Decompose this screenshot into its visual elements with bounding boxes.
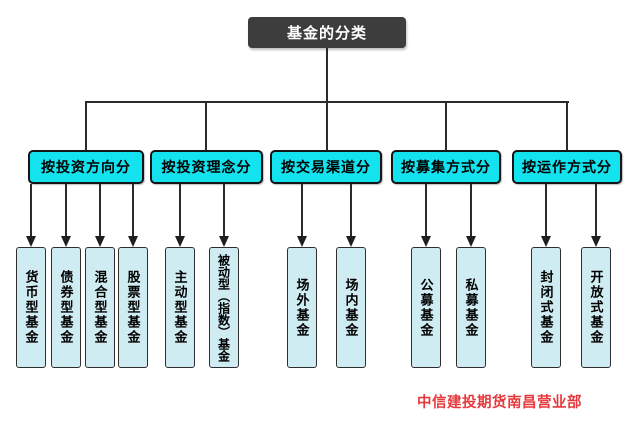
leaf-label: 债券型基金	[58, 270, 74, 345]
horizontal-connector	[85, 101, 569, 103]
branch-label: 按运作方式分	[522, 159, 612, 175]
leaf-node-public-fund: 公募基金	[411, 247, 441, 368]
leaf-label: 场内基金	[343, 277, 359, 338]
leaf-node-hybrid-fund: 混合型基金	[85, 247, 115, 368]
leaf-node-money-market-fund: 货币型基金	[16, 247, 46, 368]
connector-arrow	[132, 184, 134, 237]
root-node: 基金的分类	[248, 17, 406, 48]
arrowhead-icon	[61, 236, 71, 247]
branch-label: 按投资理念分	[161, 159, 252, 175]
connector-arrow	[301, 184, 303, 237]
branch-node-fundraising-method: 按募集方式分	[391, 150, 501, 184]
arrowhead-icon	[175, 236, 185, 247]
trunk-line	[326, 48, 328, 150]
leaf-node-passive-index-fund: 被动型（指数）基金	[209, 247, 239, 368]
leaf-node-bond-fund: 债券型基金	[51, 247, 81, 368]
arrowhead-icon	[466, 236, 476, 247]
leaf-node-otc-fund: 场外基金	[287, 247, 317, 368]
leaf-node-stock-fund: 股票型基金	[118, 247, 148, 368]
arrowhead-icon	[128, 236, 138, 247]
leaf-label: 主动型基金	[172, 270, 188, 345]
leaf-node-open-end-fund: 开放式基金	[581, 247, 611, 368]
connector-arrow	[350, 184, 352, 237]
root-node-label: 基金的分类	[286, 25, 367, 42]
branch-node-investment-philosophy: 按投资理念分	[150, 150, 263, 184]
connector-arrow	[30, 184, 32, 237]
connector-arrow	[470, 184, 472, 237]
arrowhead-icon	[421, 236, 431, 247]
arrowhead-icon	[95, 236, 105, 247]
leaf-label: 私募基金	[463, 277, 479, 338]
leaf-label: 场外基金	[294, 277, 310, 338]
branch-node-operation-method: 按运作方式分	[512, 150, 622, 184]
branch-office-watermark: 中信建投期货南昌营业部	[417, 395, 582, 411]
connector-arrow	[99, 184, 101, 237]
arrowhead-icon	[346, 236, 356, 247]
branch-stub-4	[445, 101, 447, 150]
arrowhead-icon	[297, 236, 307, 247]
leaf-label: 股票型基金	[125, 270, 141, 345]
leaf-label: 开放式基金	[588, 270, 604, 345]
arrowhead-icon	[541, 236, 551, 247]
leaf-node-active-fund: 主动型基金	[165, 247, 195, 368]
arrowhead-icon	[26, 236, 36, 247]
leaf-node-private-fund: 私募基金	[456, 247, 486, 368]
leaf-label: 货币型基金	[23, 270, 39, 345]
branch-label: 按募集方式分	[401, 159, 491, 175]
branch-label: 按投资方向分	[41, 159, 131, 175]
connector-arrow	[425, 184, 427, 237]
connector-arrow	[223, 184, 225, 237]
leaf-node-closed-end-fund: 封闭式基金	[531, 247, 561, 368]
branch-label: 按交易渠道分	[281, 159, 371, 175]
branch-node-trading-channel: 按交易渠道分	[270, 150, 382, 184]
connector-arrow	[595, 184, 597, 237]
arrowhead-icon	[591, 236, 601, 247]
branch-stub-5	[566, 101, 568, 150]
leaf-label: 封闭式基金	[538, 270, 554, 345]
leaf-label: 被动型（指数）基金	[216, 253, 231, 362]
connector-arrow	[65, 184, 67, 237]
branch-node-investment-direction: 按投资方向分	[28, 150, 144, 184]
leaf-node-exchange-fund: 场内基金	[336, 247, 366, 368]
leaf-label: 混合型基金	[92, 270, 108, 345]
leaf-label: 公募基金	[418, 277, 434, 338]
connector-arrow	[545, 184, 547, 237]
connector-arrow	[179, 184, 181, 237]
arrowhead-icon	[219, 236, 229, 247]
branch-stub-1	[85, 101, 87, 150]
branch-stub-2	[205, 101, 207, 150]
